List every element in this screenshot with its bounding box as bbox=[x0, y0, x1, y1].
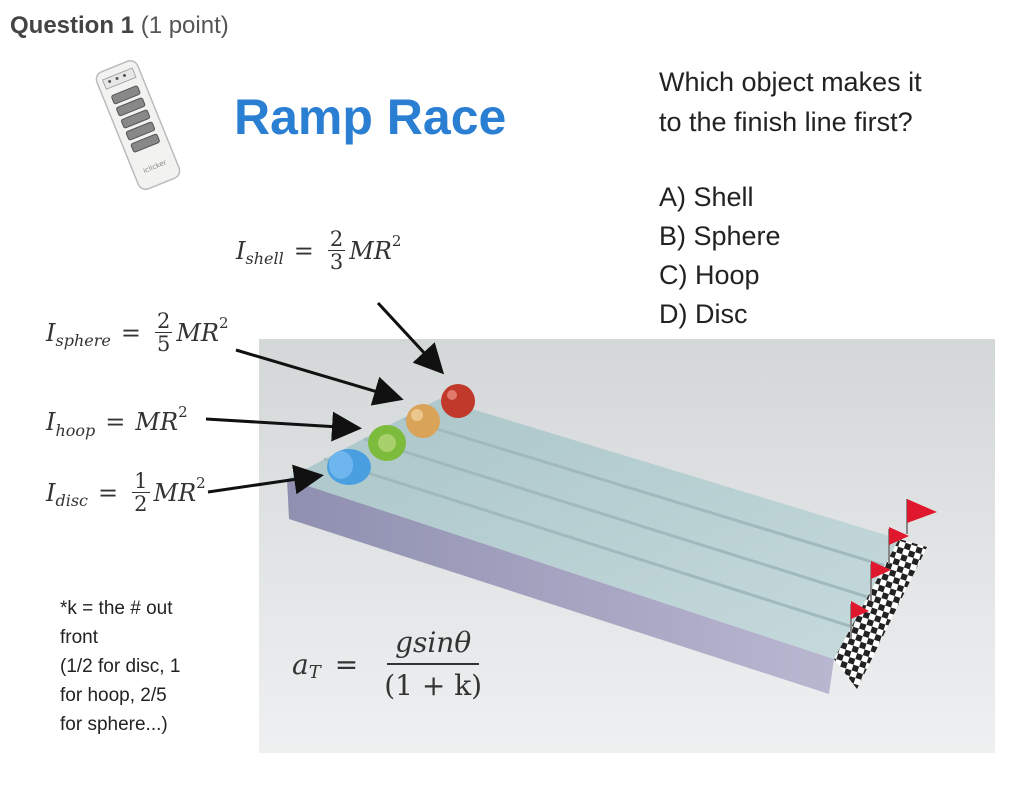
disc-object bbox=[327, 449, 371, 485]
flag-4 bbox=[907, 499, 937, 523]
question-points: (1 point) bbox=[140, 12, 229, 39]
slide-title: Ramp Race bbox=[234, 89, 507, 145]
flag-2 bbox=[871, 561, 891, 579]
k-note: *k = the # out front (1/2 for disc, 1 fo… bbox=[60, 598, 181, 735]
flag-1 bbox=[851, 601, 869, 619]
question-header: Question 1 (1 point) bbox=[10, 12, 229, 40]
answer-options: A) Shell B) Sphere C) Hoop D) Disc bbox=[659, 178, 781, 334]
ramp-scene-image bbox=[259, 339, 995, 753]
hoop-object bbox=[368, 425, 406, 461]
clicker-remote-image: iclicker bbox=[95, 60, 181, 190]
option-d[interactable]: D) Disc bbox=[659, 299, 748, 329]
sphere-object bbox=[406, 404, 440, 438]
option-b[interactable]: B) Sphere bbox=[659, 221, 781, 251]
option-a[interactable]: A) Shell bbox=[659, 182, 754, 212]
question-title: Question 1 bbox=[10, 12, 135, 39]
shell-object bbox=[441, 384, 475, 418]
question-text: Which object makes it to the finish line… bbox=[659, 62, 922, 142]
option-c[interactable]: C) Hoop bbox=[659, 260, 760, 290]
question-line-1: Which object makes it bbox=[659, 67, 922, 97]
flag-3 bbox=[889, 527, 909, 545]
question-line-2: to the finish line first? bbox=[659, 107, 913, 137]
